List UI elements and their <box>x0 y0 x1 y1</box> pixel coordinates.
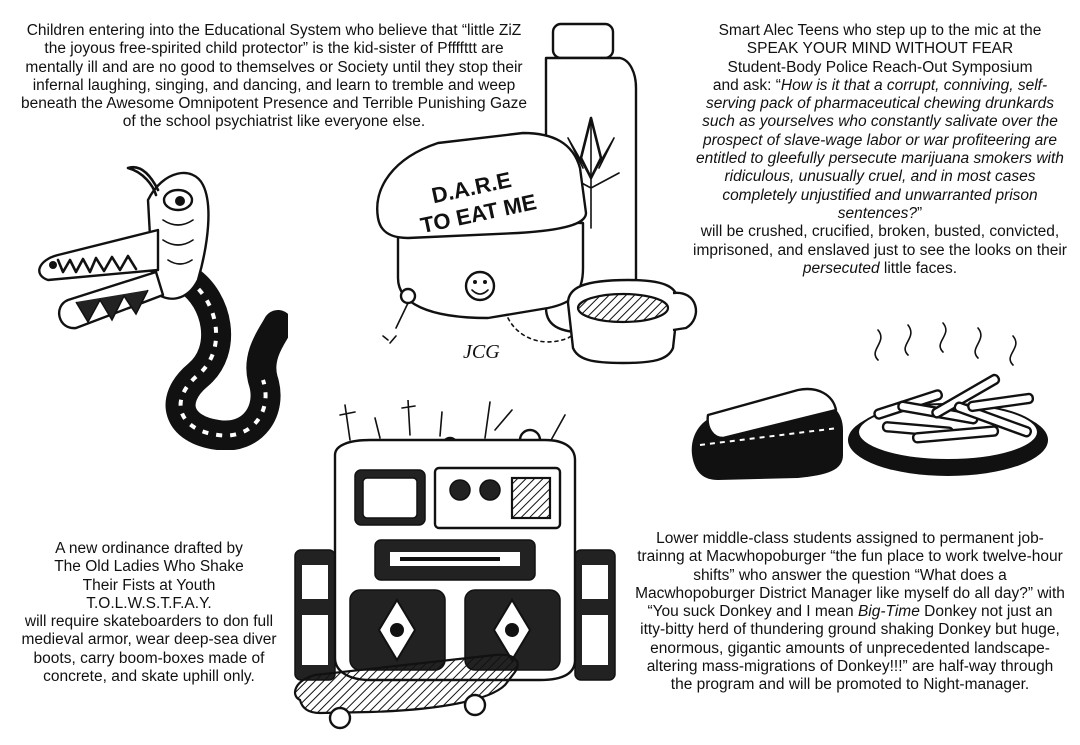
caption-top-right-question: How is it that a corrupt, conniving, sel… <box>696 76 1064 222</box>
caption-top-right-tail: little faces. <box>879 259 958 277</box>
caption-bottom-right-para: Lower middle-class students assigned to … <box>634 530 1066 695</box>
caption-top-right-question-para: and ask: “How is it that a corrupt, conn… <box>688 77 1072 223</box>
boombox-skateboard-illustration <box>290 400 625 740</box>
caption-bottom-left-line4: T.O.L.W.S.T.F.A.Y. <box>86 594 212 612</box>
caption-top-right-consequence-para: will be crushed, crucified, broken, bust… <box>688 223 1072 278</box>
fries-icon <box>873 373 1035 444</box>
caption-bottom-right-big-time: Big-Time <box>857 603 920 621</box>
caption-bottom-left-line2: The Old Ladies Who Shake <box>54 558 244 576</box>
steam-icon <box>874 322 1017 366</box>
caption-bottom-right-part2: Donkey not just an itty-bitty herd of th… <box>640 603 1060 694</box>
wheel-icon <box>328 706 352 730</box>
smiley-icon <box>464 270 496 302</box>
crocodile-snake-illustration <box>28 160 288 450</box>
caption-top-right-consequence: will be crushed, crucified, broken, bust… <box>693 223 1067 259</box>
wheel-icon <box>463 693 487 717</box>
caption-top-left-text: Children entering into the Educational S… <box>20 22 528 131</box>
caption-bottom-right-part1: Lower middle-class students assigned to … <box>635 530 1065 621</box>
skateboard-icon <box>293 653 519 715</box>
lunchbox-lid-icon <box>376 131 588 240</box>
thermos-cap-icon <box>551 22 615 60</box>
caption-bottom-right: Lower middle-class students assigned to … <box>634 530 1066 695</box>
caption-bottom-left-rest: will require skateboarders to don full m… <box>21 613 277 686</box>
caption-bottom-left-line3: Their Fists at Youth <box>82 576 216 594</box>
caption-top-right-event-sub: Student-Body Police Reach-Out Symposium <box>727 58 1033 76</box>
lunchbox-thermos-illustration: D.A.R.E TO EAT ME JCG <box>368 18 708 378</box>
caption-top-right-intro: Smart Alec Teens who step up to the mic … <box>718 22 1042 39</box>
screen-icon <box>362 477 418 519</box>
artist-signature: JCG <box>463 341 500 363</box>
caption-top-right-ask: and ask: “ <box>712 76 781 94</box>
marijuana-leaf-icon <box>562 117 620 229</box>
caption-bottom-left: A new ordinance drafted by The Old Ladie… <box>4 540 294 686</box>
caption-bottom-left-line1: A new ordinance drafted by <box>55 540 243 557</box>
caption-top-right-event: SPEAK YOUR MIND WITHOUT FEAR <box>746 40 1014 58</box>
caption-top-right: Smart Alec Teens who step up to the mic … <box>688 22 1072 278</box>
caption-top-left: Children entering into the Educational S… <box>14 22 534 132</box>
caption-top-right-close-quote: ” <box>917 204 923 222</box>
sandwich-fries-illustration <box>678 320 1058 490</box>
caption-top-right-persecuted: persecuted <box>802 259 880 277</box>
